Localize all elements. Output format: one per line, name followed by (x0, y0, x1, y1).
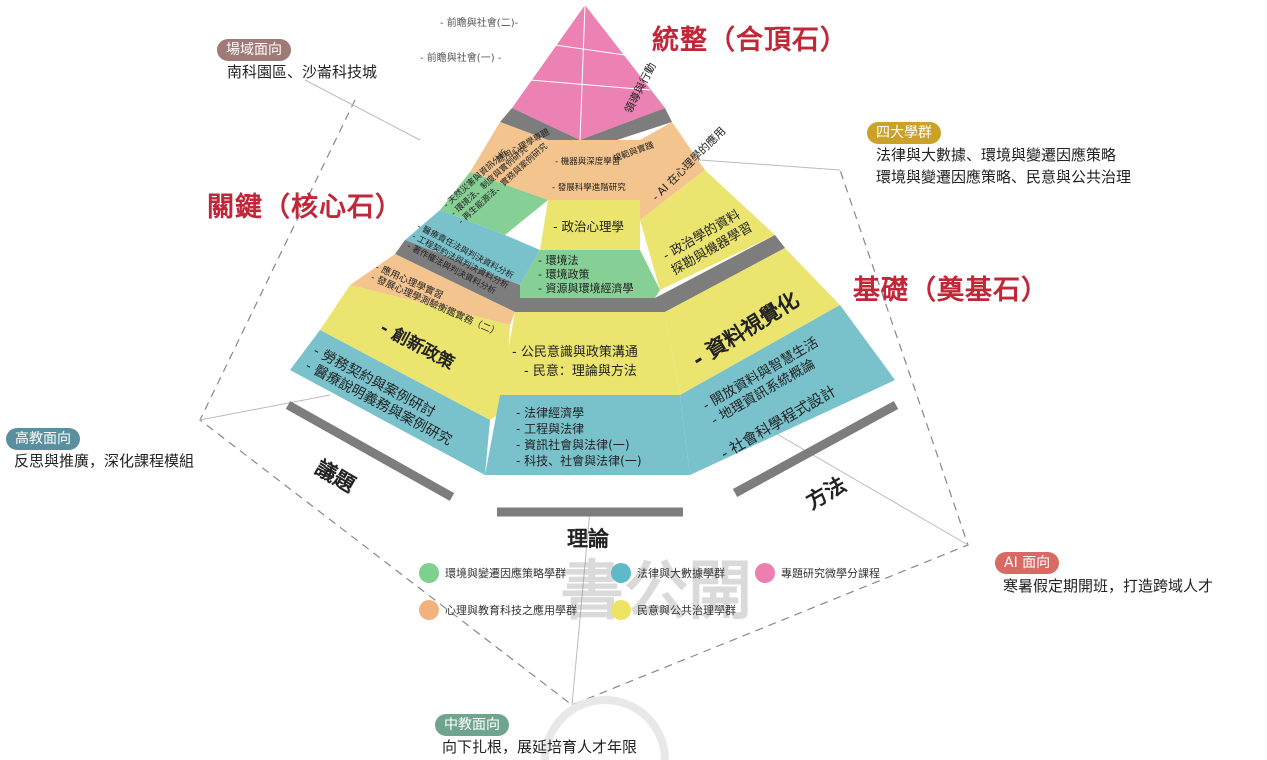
legend-micro-swatch (755, 563, 775, 583)
upper-green-mid (520, 250, 660, 298)
upper-dev-science: - 發展科學進階研究 (552, 183, 626, 193)
legend-micro: 專題研究微學分課程 (755, 563, 880, 583)
connector-secondary (571, 509, 591, 706)
connector-higher (199, 394, 331, 421)
legend-psych-label: 心理與教育科技之應用學群 (445, 604, 577, 617)
lower-law-list: - 法律經濟學 - 工程與法律 - 資訊社會與法律(一) - 科技、社會與法律(… (516, 405, 642, 469)
legend-public-swatch (611, 600, 631, 620)
apex-block (512, 5, 665, 140)
legend-env: 環境與變遷因應策略學群 (419, 563, 566, 583)
apex-future2: - 前瞻與社會(二)- (440, 18, 519, 29)
watermark-arc (541, 696, 669, 760)
legend-micro-label: 專題研究微學分課程 (781, 567, 880, 580)
upper-yellow-mid (540, 200, 640, 250)
lower-public-1: - 公民意識與政策溝通 (512, 345, 638, 360)
facet-four-text-1: 法律與大數據、環境與變遷因應策略 (876, 146, 1117, 164)
legend-env-swatch (419, 563, 439, 583)
connector-four (699, 159, 841, 171)
upper-env-3: - 資源與環境經濟學 (538, 282, 634, 295)
upper-ml-deep: - 機器與深度學習 (555, 157, 621, 167)
upper-orange-mid (548, 140, 640, 200)
upper-teal-left (405, 210, 540, 285)
upper-yellow-right (640, 170, 775, 290)
legend-public: 民意與公共治理學群 (611, 600, 736, 620)
facet-field-badge: 場域面向 (217, 39, 291, 61)
tier-top-label: 統整（合頂石） (652, 25, 848, 56)
upper-env-1: - 環境法 (538, 254, 579, 267)
upper-env-2: - 環境政策 (538, 268, 590, 281)
apex-future1: - 前瞻與社會(一) - (420, 53, 502, 64)
upper-green-left (440, 172, 548, 235)
legend-law: 法律與大數據學群 (611, 563, 725, 583)
method-bar (732, 401, 899, 497)
facet-secondary-badge: 中教面向 (435, 714, 509, 736)
lower-yellow-mid (500, 312, 680, 395)
legend-psych-swatch (419, 600, 439, 620)
facet-ai-text: 寒暑假定期開班，打造跨域人才 (1003, 577, 1214, 595)
legend-env-label: 環境與變遷因應策略學群 (445, 567, 566, 580)
issue-bar (285, 401, 455, 501)
facet-four-badge: 四大學群 (867, 122, 941, 144)
facet-four-text-2: 環境與變遷因應策略、民意與公共治理 (876, 168, 1132, 186)
separator-band-mid (395, 235, 785, 312)
facet-higher-text: 反思與推廣，深化課程模組 (14, 452, 195, 470)
lower-teal-left (290, 330, 490, 475)
legend-law-label: 法律與大數據學群 (637, 567, 725, 580)
lower-teal-mid (485, 395, 690, 475)
facet-higher-badge: 高教面向 (6, 428, 80, 450)
lower-public-list: - 公民意識與政策溝通 - 民意：理論與方法 (512, 343, 638, 381)
legend-psych: 心理與教育科技之應用學群 (419, 600, 577, 620)
watermark: 書公開 (560, 555, 752, 629)
facet-secondary-text: 向下扎根，展延培育人才年限 (442, 738, 638, 756)
lower-teal-right (680, 305, 895, 475)
axis-theory-label: 理論 (567, 527, 609, 551)
lower-law-2: - 工程與法律 (516, 422, 585, 436)
upper-orange-left (470, 122, 548, 200)
tier-base-label: 基礎（奠基石） (853, 275, 1049, 306)
connector-field (304, 79, 421, 141)
upper-pol-psych: - 政治心理學 (553, 219, 624, 234)
connector-ai (769, 429, 969, 546)
upper-env-list: - 環境法 - 環境政策 - 資源與環境經濟學 (538, 254, 633, 296)
lower-law-4: - 科技、社會與法律(一) (516, 454, 642, 468)
tier-key-label: 關鍵（核心石） (207, 192, 403, 223)
lower-orange-left (350, 254, 515, 325)
legend-law-swatch (611, 563, 631, 583)
legend-public-label: 民意與公共治理學群 (637, 604, 736, 617)
lower-public-2: - 民意：理論與方法 (524, 364, 637, 379)
lower-yellow-left (320, 285, 510, 420)
lower-law-3: - 資訊社會與法律(一) (516, 438, 630, 452)
lower-yellow-right (665, 248, 840, 395)
lower-law-1: - 法律經濟學 (516, 406, 585, 420)
upper-orange-right (640, 122, 705, 220)
facet-field-text: 南科園區、沙崙科技城 (227, 63, 378, 81)
facet-ai-badge: AI 面向 (995, 552, 1060, 574)
